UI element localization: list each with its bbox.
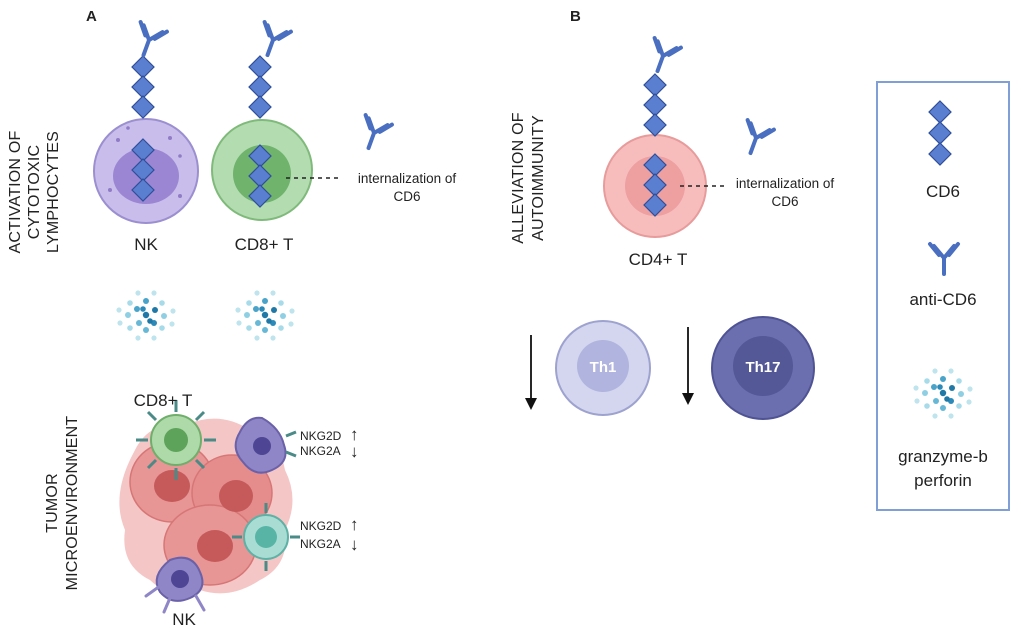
- arrow-up: ↑: [350, 515, 359, 534]
- receptor-up-label: NKG2D: [300, 519, 342, 533]
- arrow-down: ↓: [350, 535, 359, 554]
- label-cd4: CD4+ T: [629, 250, 688, 269]
- side-label-cytotoxic: ACTIVATION OF CYTOTOXIC LYMPHOCYTES: [7, 131, 62, 254]
- tme-nk-cell-top: [234, 416, 297, 474]
- arrow-up: ↑: [350, 425, 359, 444]
- granzyme-perforin-icon: [116, 290, 176, 341]
- cd6-icon: [928, 100, 952, 166]
- panel-b-label: B: [570, 8, 581, 25]
- antibody-icon: [128, 20, 169, 62]
- internalization-label-a-2: CD6: [393, 189, 420, 204]
- side-label-line-2: CYTOTOXIC: [26, 145, 43, 240]
- receptor-down-label: NKG2A: [300, 537, 341, 551]
- antibody-icon: [252, 20, 293, 62]
- th1-label: Th1: [590, 359, 617, 376]
- legend-perforin: perforin: [914, 471, 972, 490]
- label-nk: NK: [134, 235, 158, 254]
- tme-cd8-cell-right: [232, 503, 300, 571]
- internalization-label-b-1: internalization of: [736, 176, 835, 191]
- antibody-icon: [735, 118, 776, 160]
- antibody-icon: [353, 113, 394, 155]
- tme-label-nk: NK: [172, 610, 196, 629]
- tme-cd8-cell: [136, 400, 216, 480]
- tme-label-cd8: CD8+ T: [134, 391, 193, 410]
- side-label-line-1: ACTIVATION OF: [7, 131, 24, 254]
- side-label-line-1: ALLEVIATION OF: [510, 112, 527, 243]
- side-label-line-3: LYMPHOCYTES: [45, 131, 62, 253]
- side-label-line-1: TUMOR: [44, 473, 61, 533]
- internalization-label-a-1: internalization of: [358, 171, 457, 186]
- side-label-tumor: TUMOR MICROENVIRONMENT: [44, 416, 81, 591]
- legend-cd6: CD6: [926, 182, 960, 201]
- panel-a-label: A: [86, 8, 97, 25]
- antibody-icon: [642, 36, 683, 78]
- granzyme-perforin-icon: [235, 290, 295, 341]
- decrease-arrow: [682, 327, 694, 405]
- th1-cell: [555, 320, 651, 416]
- side-label-autoimmunity: ALLEVIATION OF AUTOIMMUNITY: [510, 112, 547, 243]
- internalization-label-b-2: CD6: [771, 194, 798, 209]
- receptor-up-label: NKG2D: [300, 429, 342, 443]
- label-cd8: CD8+ T: [235, 235, 294, 254]
- legend-anti-cd6: anti-CD6: [909, 290, 976, 309]
- th17-cell: [711, 316, 815, 420]
- legend-granzyme: granzyme-b: [898, 447, 988, 466]
- th17-label: Th17: [745, 359, 780, 376]
- side-label-line-2: MICROENVIRONMENT: [64, 416, 81, 591]
- receptor-down-label: NKG2A: [300, 444, 341, 458]
- side-label-line-2: AUTOIMMUNITY: [530, 115, 547, 241]
- arrow-down: ↓: [350, 442, 359, 461]
- decrease-arrow: [525, 335, 537, 410]
- tme-nk-cell-bottom: [144, 556, 206, 614]
